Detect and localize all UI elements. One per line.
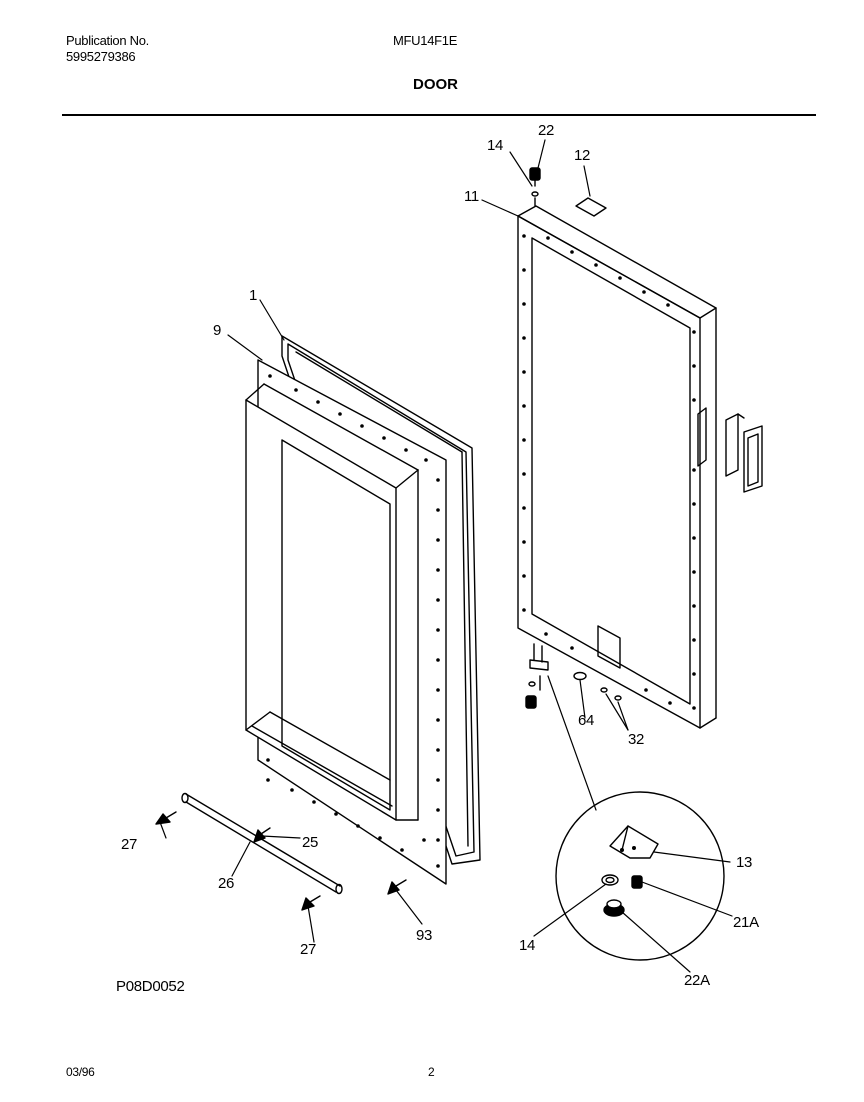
callout-11: 11	[464, 188, 479, 205]
door-label	[576, 198, 606, 216]
callout-25: 25	[302, 834, 319, 851]
drawing-code: P08D0052	[116, 978, 185, 995]
callout-22: 22	[538, 122, 555, 139]
callout-1: 1	[249, 287, 258, 304]
header-rule	[62, 114, 816, 116]
top-hinge-pin	[530, 168, 540, 206]
callout-21a: 21A	[733, 914, 759, 931]
door-gasket	[282, 336, 480, 864]
callout-26: 26	[218, 875, 235, 892]
callout-27-bottom: 27	[300, 941, 317, 958]
model-number: MFU14F1E	[393, 33, 458, 48]
callout-13: 13	[736, 854, 753, 871]
outer-door-panel	[518, 206, 716, 728]
callout-14-top: 14	[487, 137, 504, 154]
door-rod	[182, 794, 342, 894]
publication-number: 5995279386	[66, 49, 136, 64]
callout-12: 12	[574, 147, 591, 164]
hinge-detail-view	[556, 792, 724, 960]
callout-32: 32	[628, 731, 645, 748]
callout-9: 9	[213, 322, 222, 339]
publication-label: Publication No.	[66, 33, 149, 48]
callout-14-detail: 14	[519, 937, 536, 954]
callout-22a: 22A	[684, 972, 710, 989]
door-handle	[726, 414, 762, 492]
callout-64: 64	[578, 712, 595, 729]
inner-door-liner	[246, 360, 446, 884]
screw-27-bottom	[302, 896, 320, 910]
screw-25	[254, 828, 270, 842]
footer-date: 03/96	[66, 1065, 95, 1079]
panel-screw-holes	[522, 234, 696, 710]
bottom-hinge-parts	[526, 644, 621, 708]
callout-27-left: 27	[121, 836, 138, 853]
callout-93: 93	[416, 927, 433, 944]
leader-lines	[160, 140, 732, 972]
screw-27-left	[156, 812, 176, 824]
page-title: DOOR	[413, 76, 458, 93]
liner-screw-holes	[266, 374, 440, 868]
page-number: 2	[428, 1065, 435, 1079]
